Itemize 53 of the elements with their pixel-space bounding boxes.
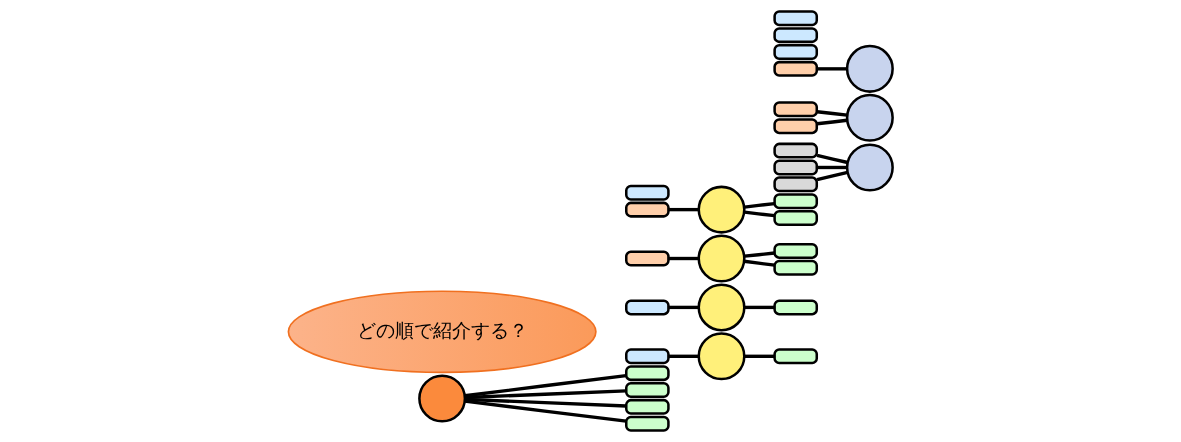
node-circle (697, 185, 746, 234)
node-circle (845, 44, 894, 93)
connector (465, 397, 627, 408)
connector (668, 256, 699, 261)
connector (465, 389, 627, 400)
node-box (773, 193, 819, 210)
node-box (773, 210, 819, 227)
node-box (773, 44, 819, 60)
node-box (773, 299, 819, 316)
node-box (625, 365, 670, 382)
node-box (773, 176, 819, 193)
connector (464, 374, 627, 398)
connector (743, 259, 775, 267)
node-box (773, 348, 819, 365)
connector (668, 207, 699, 212)
connector (817, 165, 847, 170)
connector (464, 399, 627, 423)
node-box (773, 27, 819, 44)
node-box (773, 118, 819, 135)
node-box (625, 415, 670, 432)
connector (816, 170, 848, 182)
connector (744, 201, 775, 209)
node-circle (845, 93, 894, 142)
connector (744, 354, 775, 358)
node-box (773, 159, 819, 176)
node-circle (697, 234, 746, 283)
connector (817, 67, 847, 71)
node-box (773, 242, 819, 259)
node-circle (845, 143, 894, 192)
connector (816, 118, 848, 126)
connector (744, 251, 775, 258)
node-ellipse: どの順で紹介する？ (287, 290, 597, 374)
node-box (773, 60, 819, 77)
node-box (773, 142, 819, 159)
node-circle (697, 283, 746, 332)
connector (744, 210, 775, 218)
connector (668, 305, 699, 310)
node-box (773, 10, 819, 27)
connector (744, 305, 775, 310)
node-box (625, 348, 670, 365)
node-box (625, 382, 670, 398)
node-box (773, 259, 819, 276)
node-box (625, 250, 670, 267)
node-box (625, 184, 670, 201)
node-box (773, 101, 819, 118)
node-circle (418, 374, 467, 423)
node-box (625, 398, 670, 415)
node-box (625, 201, 670, 218)
node-circle (697, 332, 746, 381)
connector (816, 153, 848, 165)
connector (816, 110, 848, 117)
node-box (625, 299, 670, 316)
connector (668, 354, 699, 358)
